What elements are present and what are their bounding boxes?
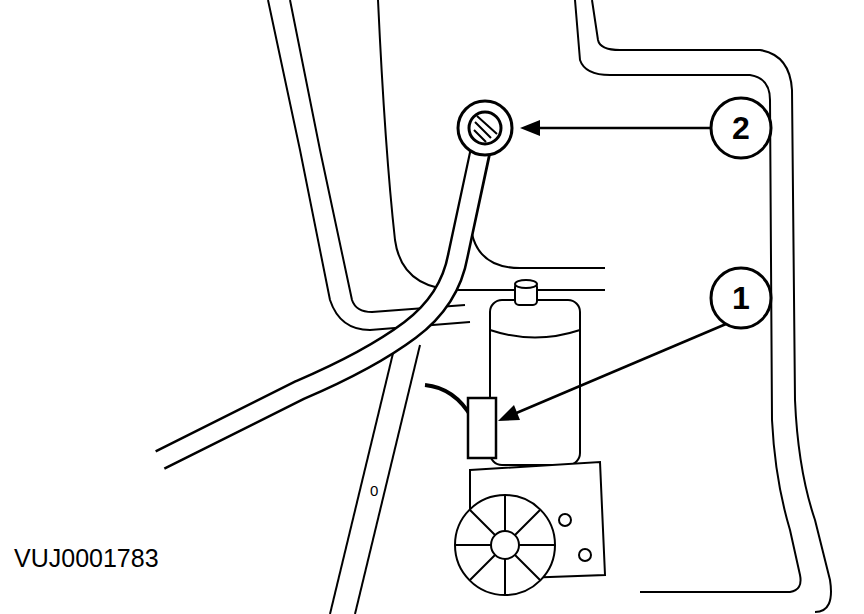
bolt [579,549,591,561]
gear [455,495,555,595]
arrowhead [520,120,540,136]
figure-code: VUJ0001783 [14,544,159,573]
wiring-harness [158,128,485,461]
bolt [559,514,571,526]
motor-body [490,300,580,465]
motor-shaft [515,280,537,288]
door-panel [575,0,801,592]
grommet [469,112,501,144]
window-channel [355,345,420,614]
motor-connector [468,398,496,458]
callout-number: 2 [711,98,771,158]
grommet-hatch [474,116,497,142]
stray-mark: 0 [368,482,380,499]
gear-spokes [455,495,555,595]
trim-edge [290,0,465,312]
leader-line [514,324,726,414]
door-panel [592,0,831,612]
callout-number: 1 [711,268,771,328]
motor-body [490,330,580,338]
grommet [458,101,512,155]
arrowhead [498,405,520,421]
leader-line [536,127,711,130]
gear [491,531,519,559]
panel-recess [470,215,605,268]
callout-circle [711,268,771,328]
callout-circle [711,98,771,158]
window-channel [330,345,395,614]
panel-recess [378,0,605,290]
motor-wire [425,385,472,418]
